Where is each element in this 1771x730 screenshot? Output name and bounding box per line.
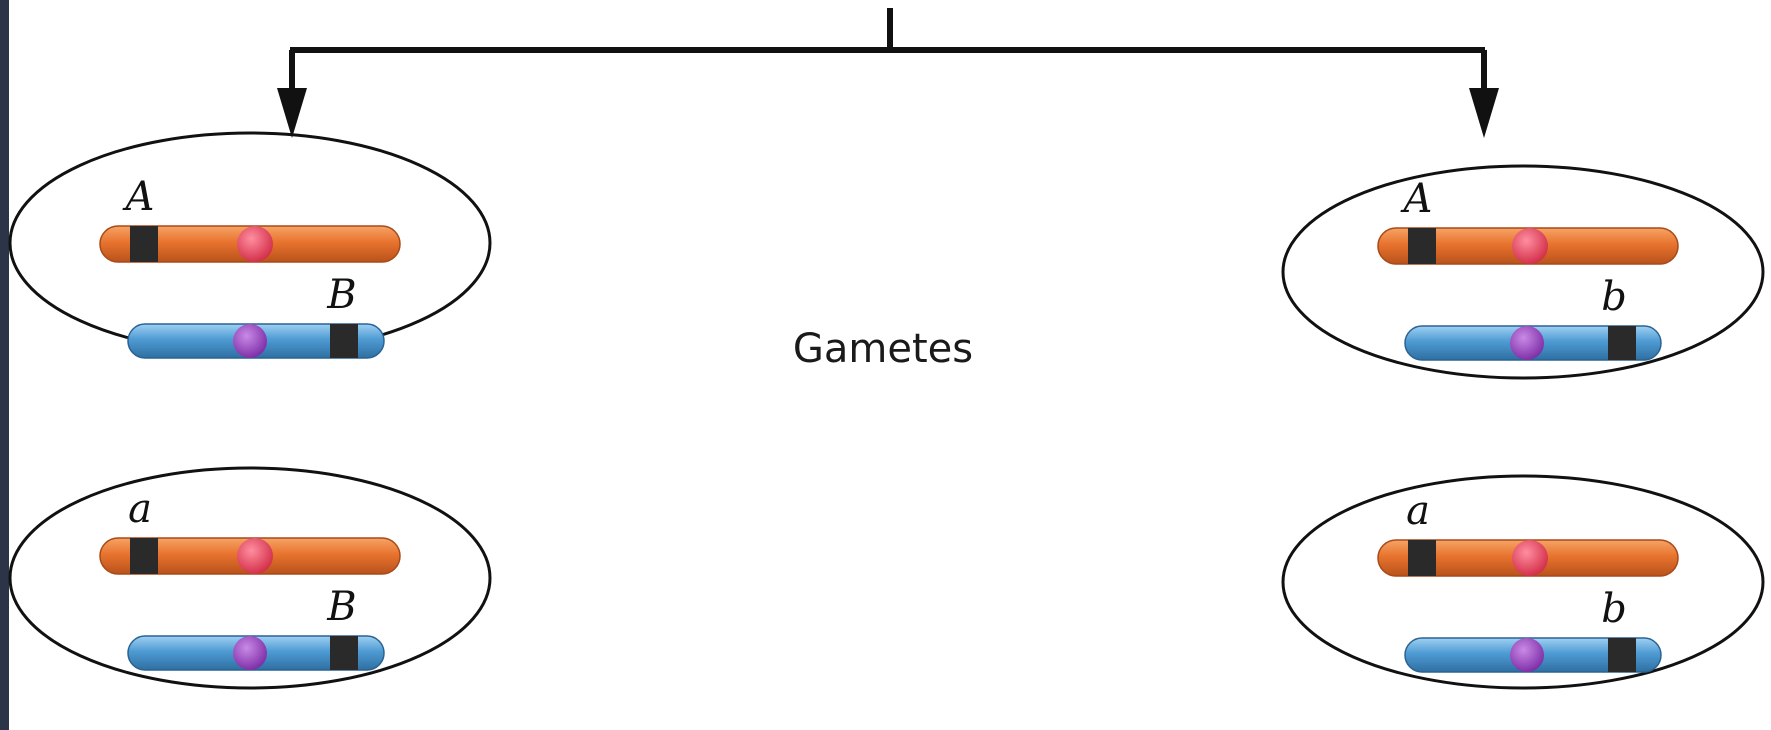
left-arrowhead (277, 88, 307, 138)
allele-label: b (1601, 274, 1627, 320)
left-border (0, 0, 9, 730)
allele-label: a (1406, 488, 1430, 534)
gametes-label: Gametes (793, 326, 973, 372)
chromosome-orange (100, 538, 400, 574)
gene-band (1408, 540, 1436, 576)
gene-band (330, 324, 358, 358)
chromosome-orange (1378, 540, 1678, 576)
branch-arrow (290, 8, 1485, 90)
centromere (1510, 326, 1544, 360)
gamete-bottom-right: a b (1283, 476, 1763, 688)
chromosome-blue (128, 324, 384, 358)
gamete-bottom-left: a B (10, 468, 490, 688)
centromere (237, 226, 273, 262)
chromosome-blue (1405, 326, 1661, 360)
centromere (1510, 638, 1544, 672)
centromere (233, 636, 267, 670)
chromosome-orange (100, 226, 400, 262)
centromere (1512, 228, 1548, 264)
gene-band (1608, 326, 1636, 360)
right-arrowhead (1469, 88, 1499, 138)
allele-label: A (122, 174, 155, 220)
gamete-top-left: A B (10, 133, 490, 358)
chromosome-blue (128, 636, 384, 670)
chromosome-blue (1405, 638, 1661, 672)
allele-label: B (326, 272, 356, 318)
centromere (237, 538, 273, 574)
gene-band (1608, 638, 1636, 672)
centromere (233, 324, 267, 358)
gene-band (130, 538, 158, 574)
gene-band (130, 226, 158, 262)
allele-label: a (128, 486, 152, 532)
gamete-top-right: A b (1283, 166, 1763, 378)
allele-label: b (1601, 586, 1627, 632)
gene-band (330, 636, 358, 670)
allele-label: A (1400, 176, 1433, 222)
gene-band (1408, 228, 1436, 264)
chromosome-orange (1378, 228, 1678, 264)
allele-label: B (326, 584, 356, 630)
centromere (1512, 540, 1548, 576)
